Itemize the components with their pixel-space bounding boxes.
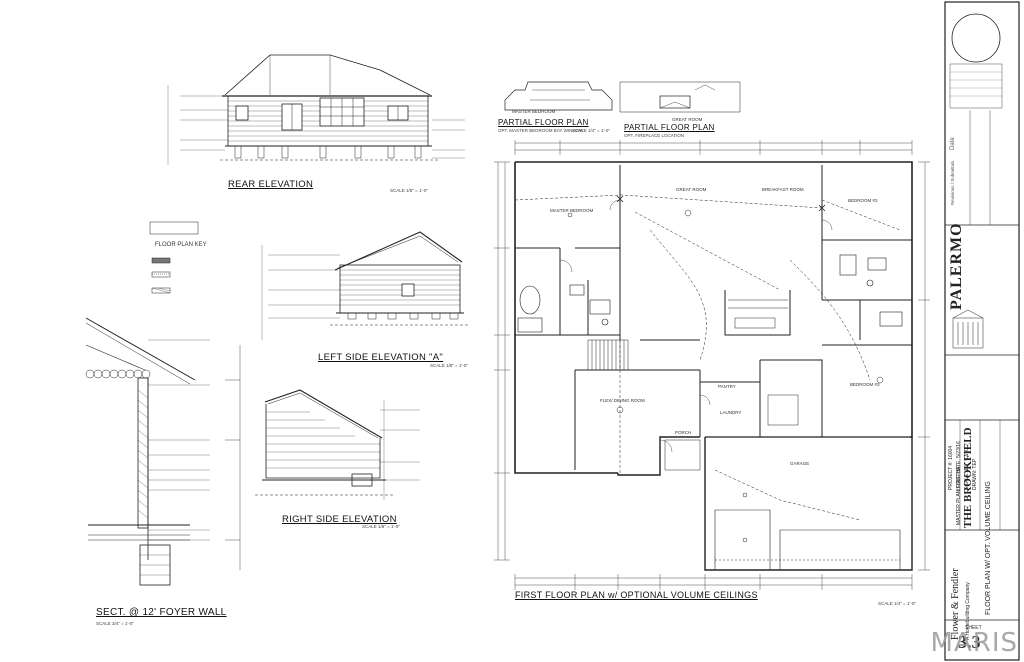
room-pantry: PANTRY <box>718 384 736 389</box>
room-bedroom-2: BEDROOM #2 <box>848 198 878 203</box>
rear-elevation-title: REAR ELEVATION <box>228 179 314 190</box>
partial-plan-1-scale: SCALE 1/4" = 1'-0" <box>572 128 610 133</box>
title-block-sheet-label: SHEET <box>965 625 982 631</box>
room-breakfast: BREAKFAST ROOM <box>762 187 804 192</box>
project-value: 16004 <box>948 445 954 460</box>
left-side-elevation-drawing <box>261 231 470 340</box>
room-garage: GARAGE <box>790 461 810 466</box>
left-side-elevation-scale: SCALE 1/8" = 1'-0" <box>430 363 468 368</box>
floor-plan-key-title: FLOOR PLAN KEY <box>155 242 207 248</box>
drawn-value: TEP <box>972 458 978 469</box>
partial-room-master-bedroom: MASTER BEDROOM <box>512 109 556 114</box>
room-great-room: GREAT ROOM <box>676 187 707 192</box>
foyer-section-scale: SCALE 3/4" = 1'-0" <box>96 621 134 626</box>
partial-floor-plan-drawings <box>504 81 741 113</box>
project-label: PROJECT #: <box>948 461 954 490</box>
partial-plan-1-subtitle: OPT. MASTER BEDROOM BAY WINDOW <box>498 128 584 133</box>
first-floor-plan-scale: SCALE 1/4" = 1'-0" <box>878 601 916 606</box>
first-floor-plan-title: FIRST FLOOR PLAN w/ OPTIONAL VOLUME CEIL… <box>515 590 758 600</box>
foyer-section-drawing <box>85 317 241 586</box>
title-block-drawing <box>944 1 1020 661</box>
title-block-issue: ISSUE DATE: 5/23/16 <box>956 441 962 490</box>
watermark-logo: MARIS <box>930 628 1018 658</box>
partial-room-great-room: GREAT ROOM <box>672 117 703 122</box>
title-block-model: PALERMO <box>948 222 965 310</box>
room-bedroom-3: BEDROOM #3 <box>850 382 880 387</box>
issue-label: ISSUE DATE: <box>956 459 962 490</box>
title-block-project: PROJECT #: 16004 <box>948 446 954 490</box>
rear-elevation-scale: SCALE 1/8" = 1'-0" <box>390 188 428 193</box>
room-master-bedroom: MASTER BEDROOM <box>550 208 594 213</box>
right-side-elevation-title: RIGHT SIDE ELEVATION <box>282 514 397 525</box>
room-porch: PORCH <box>675 430 692 435</box>
title-block-drawn: DRAWN: TEP <box>972 459 978 490</box>
room-flex-dining: FLEX/ DINING ROOM <box>600 398 645 403</box>
room-laundry: LAUNDRY <box>720 410 742 415</box>
right-side-elevation-drawing <box>255 389 420 500</box>
partial-plan-1-title: PARTIAL FLOOR PLAN <box>498 118 589 127</box>
right-side-elevation-scale: SCALE 1/8" = 1'-0" <box>362 524 400 529</box>
left-side-elevation-title: LEFT SIDE ELEVATION "A" <box>318 352 444 363</box>
issue-value: 5/23/16 <box>956 441 962 458</box>
title-block-date-label: Date <box>950 137 956 150</box>
floor-plan-key-drawing <box>149 221 199 294</box>
title-block-sheet-desc: FLOOR PLAN W/ OPT. VOLUME CEILING <box>985 481 992 615</box>
foyer-section-title: SECT. @ 12' FOYER WALL <box>96 607 227 618</box>
title-block-scale: SCALE: 1/4" = 1'-0" <box>964 446 970 490</box>
first-floor-plan-drawing <box>494 140 930 590</box>
partial-plan-2-title: PARTIAL FLOOR PLAN <box>624 123 715 132</box>
partial-plan-2-subtitle: OPT. FIREPLACE LOCATION <box>624 133 685 138</box>
scale-label: SCALE: <box>964 472 970 490</box>
scale-value: 1/4" = 1'-0" <box>964 446 970 471</box>
title-block-revisions: Revisions / Submittals <box>950 160 955 205</box>
rear-elevation-drawing <box>167 54 465 165</box>
title-block-sheet-number: 3.3 <box>958 632 981 652</box>
drawn-label: DRAWN: <box>972 469 978 490</box>
